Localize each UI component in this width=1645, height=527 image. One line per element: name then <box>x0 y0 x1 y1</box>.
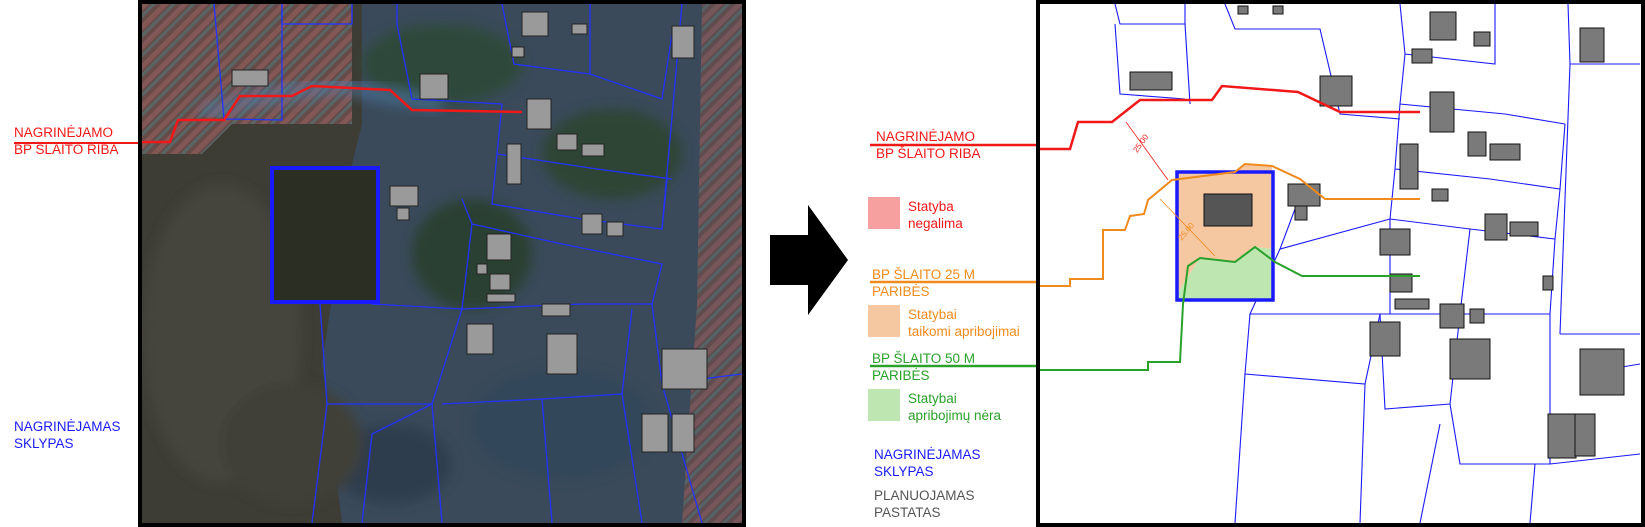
legend-restricted-label: Statybai taikomi apribojimai <box>908 306 1020 340</box>
line-map-frame: 25.00 25.00 <box>1036 0 1645 527</box>
legend-buffer25-line1: BP ŠLAITO 25 M <box>872 267 976 282</box>
legend-buffer50-line1: BP ŠLAITO 50 M <box>872 351 976 366</box>
aerial-map-frame <box>138 0 746 527</box>
legend-buffer25-label: BP ŠLAITO 25 M PARIBĖS <box>872 266 975 300</box>
right-slope-label-line1: NAGRINĖJAMO <box>876 129 976 144</box>
aerial-slope-line <box>142 84 523 144</box>
legend-swatch-no-build <box>868 197 900 229</box>
legend-planned-label: PLANUOJAMAS PASTATAS <box>874 487 975 521</box>
right-leader-lines <box>870 143 1040 368</box>
dimension-line-2 <box>1159 198 1216 257</box>
legend-swatch-no-limits <box>868 389 900 421</box>
legend-restricted-line2: taikomi apribojimai <box>908 324 1020 339</box>
legend-buffer50-label: BP ŠLAITO 50 M PARIBĖS <box>872 350 975 384</box>
legend-no-limits-line2: apribojimų nėra <box>908 408 1002 423</box>
left-slope-label-line2: BP ŠLAITO RIBA <box>14 142 119 157</box>
left-slope-label-underline <box>14 142 164 144</box>
left-slope-label: NAGRINĖJAMO BP ŠLAITO RIBA <box>14 124 119 158</box>
legend-buffer50-line2: PARIBĖS <box>872 368 930 383</box>
left-slope-label-line1: NAGRINĖJAMO <box>14 125 114 140</box>
left-plot-label-line1: NAGRINĖJAMAS <box>14 419 121 434</box>
dimension-label-1: 25.00 <box>1131 132 1150 154</box>
right-arrow-icon <box>770 205 848 315</box>
legend-restricted-line1: Statybai <box>908 307 957 322</box>
legend-no-limits-line1: Statybai <box>908 391 957 406</box>
right-slope-label: NAGRINĖJAMO BP ŠLAITO RIBA <box>876 128 981 162</box>
line-map: 25.00 25.00 <box>1040 4 1641 523</box>
map-slope-line <box>1040 84 1420 151</box>
right-slope-label-line2: BP ŠLAITO RIBA <box>876 146 981 161</box>
legend-plot-label: NAGRINĖJAMAS SKLYPAS <box>874 446 981 480</box>
map-planned-building <box>1203 193 1253 227</box>
legend-no-build-line1: Statyba <box>908 199 954 214</box>
aerial-map <box>142 4 742 523</box>
legend-no-limits-label: Statybai apribojimų nėra <box>908 390 1001 424</box>
map-no-limits-zone <box>1177 247 1273 300</box>
map-plot-outline <box>1175 170 1275 302</box>
dimension-line-1 <box>1125 121 1169 181</box>
legend-swatch-restricted <box>868 305 900 337</box>
legend-plot-line2: SKLYPAS <box>874 464 934 479</box>
left-plot-label: NAGRINĖJAMAS SKLYPAS <box>14 418 121 452</box>
legend-no-build-label: Statyba negalima <box>908 198 963 232</box>
aerial-buildings <box>231 11 708 453</box>
legend-planned-line2: PASTATAS <box>874 505 941 520</box>
map-buffer50-line <box>1040 245 1420 371</box>
map-buildings <box>1129 5 1625 459</box>
aerial-plot-outline <box>270 166 380 304</box>
legend-no-build-line2: negalima <box>908 216 963 231</box>
legend-planned-line1: PLANUOJAMAS <box>874 488 975 503</box>
legend-buffer25-line2: PARIBĖS <box>872 284 930 299</box>
left-plot-label-line2: SKLYPAS <box>14 436 74 451</box>
legend-plot-line1: NAGRINĖJAMAS <box>874 447 981 462</box>
map-buffer25-line <box>1040 162 1420 287</box>
